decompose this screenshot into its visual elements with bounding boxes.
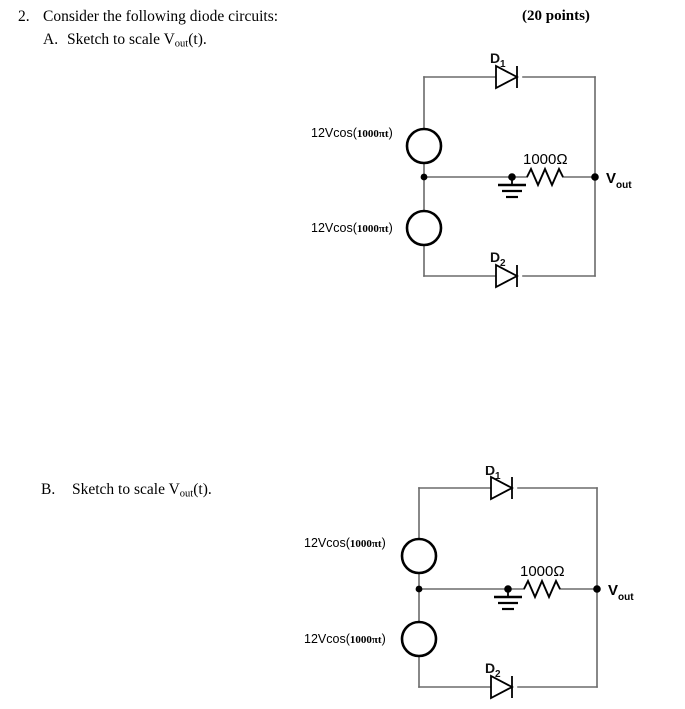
part-b-prompt-prefix: Sketch to scale V <box>72 481 180 498</box>
question-number: 2. <box>18 8 30 25</box>
node-dot-vout <box>591 173 599 181</box>
source-bottom-label-b: 12Vcos(1000πt) <box>304 632 386 646</box>
vout-subscript-b: out <box>618 592 634 603</box>
ground-symbol-a <box>498 177 526 199</box>
resistor-r1-b <box>523 578 561 600</box>
resistor-value-label-b: 1000Ω <box>520 563 565 580</box>
source-bottom-label-a: 12Vcos(1000πt) <box>311 221 393 235</box>
source-bottom-label-b-arg: 1000πt <box>349 634 382 646</box>
node-dot-vout-b <box>593 585 601 593</box>
diode-d1-subscript-b: 1 <box>495 471 501 482</box>
diode-d2-label: D <box>490 249 500 265</box>
part-b-letter: B. <box>41 481 56 498</box>
voltage-source-bottom <box>405 209 443 247</box>
source-top-label-a: 12Vcos(1000πt) <box>311 126 393 140</box>
voltage-source-top-b <box>400 537 438 575</box>
vout-label: V <box>606 170 616 187</box>
vout-subscript: out <box>616 180 632 191</box>
part-b-prompt: Sketch to scale Vout(t). <box>72 481 212 499</box>
node-dot-left <box>420 173 428 181</box>
part-a-prompt-suffix: (t). <box>188 31 207 48</box>
source-top-label-b: 12Vcos(1000πt) <box>304 536 386 550</box>
diode-d1-label: D <box>490 52 500 66</box>
resistor-r1 <box>526 166 564 188</box>
diode-d2-subscript: 2 <box>500 258 506 269</box>
diode-d1 <box>495 64 519 90</box>
source-bottom-label-a-main: 12Vcos( <box>311 221 357 235</box>
source-bottom-label-b-end: ) <box>381 632 386 646</box>
source-bottom-label-b-main: 12Vcos( <box>304 632 350 646</box>
part-b-prompt-suffix: (t). <box>193 481 212 498</box>
diode-d1-label-b: D <box>485 466 495 478</box>
node-dot-ground-b <box>504 585 512 593</box>
part-b-prompt-subscript: out <box>179 488 194 500</box>
circuit-diagram-b: D 1 D 2 1000Ω V out <box>390 466 665 709</box>
voltage-source-top <box>405 127 443 165</box>
question-prompt: Consider the following diode circuits: <box>43 8 279 25</box>
diode-d2-label-b: D <box>485 660 495 676</box>
diode-d1-b <box>490 475 514 501</box>
points-badge: (20 points) <box>522 8 590 24</box>
source-top-label-b-main: 12Vcos( <box>304 536 350 550</box>
source-top-label-a-end: ) <box>388 126 393 140</box>
node-dot-left-b <box>415 585 423 593</box>
source-top-label-b-arg: 1000πt <box>349 538 382 550</box>
resistor-value-label: 1000Ω <box>523 151 568 168</box>
diode-d2 <box>495 263 519 289</box>
node-dot-ground <box>508 173 516 181</box>
part-a-letter: A. <box>43 31 59 48</box>
source-top-label-a-main: 12Vcos( <box>311 126 357 140</box>
source-bottom-label-a-end: ) <box>388 221 393 235</box>
source-top-label-b-end: ) <box>381 536 386 550</box>
diode-d1-subscript: 1 <box>500 59 506 70</box>
vout-label-b: V <box>608 582 618 599</box>
source-bottom-label-a-arg: 1000πt <box>356 223 389 235</box>
diode-d2-subscript-b: 2 <box>495 669 501 680</box>
part-a-prompt-prefix: Sketch to scale V <box>67 31 175 48</box>
source-top-label-a-arg: 1000πt <box>356 128 389 140</box>
circuit-diagram-a: D 1 D 2 1000Ω V out <box>395 52 665 297</box>
voltage-source-bottom-b <box>400 620 438 658</box>
diode-d2-b <box>490 674 514 700</box>
part-a-prompt: Sketch to scale Vout(t). <box>67 31 207 49</box>
part-a-prompt-subscript: out <box>174 38 189 50</box>
